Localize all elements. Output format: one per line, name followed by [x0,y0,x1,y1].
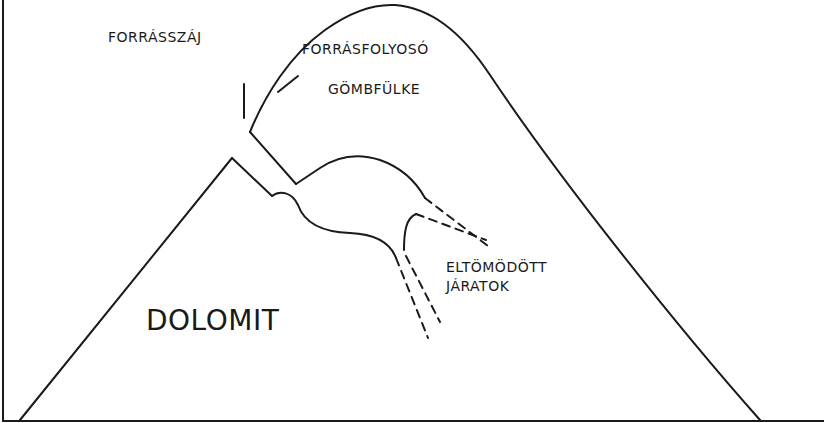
frame-line [3,420,824,422]
leader-line [278,76,298,92]
blocked-passage [406,256,440,322]
cave-wall [404,214,416,250]
frame-line [2,0,4,421]
blocked-passage [396,258,428,338]
cave-part-label: FORRÁSSZÁJ [108,28,202,47]
hill-outline [250,5,760,420]
cave-part-label: GÖMBFÜLKE [328,80,420,99]
blocked-passage [416,214,486,240]
rock-label: DOLOMIT [146,302,279,340]
cave-wall [250,132,296,184]
leader-line [243,84,245,118]
cave-wall [232,158,272,196]
blocked-passage [425,198,488,246]
cave-wall [296,156,425,198]
cave-wall [272,193,396,258]
hill-outline [20,158,232,420]
cave-part-label: FORRÁSFOLYOSÓ [302,40,429,59]
cave-part-label: ELTÖMÖDÖTT JÁRATOK [446,258,576,296]
